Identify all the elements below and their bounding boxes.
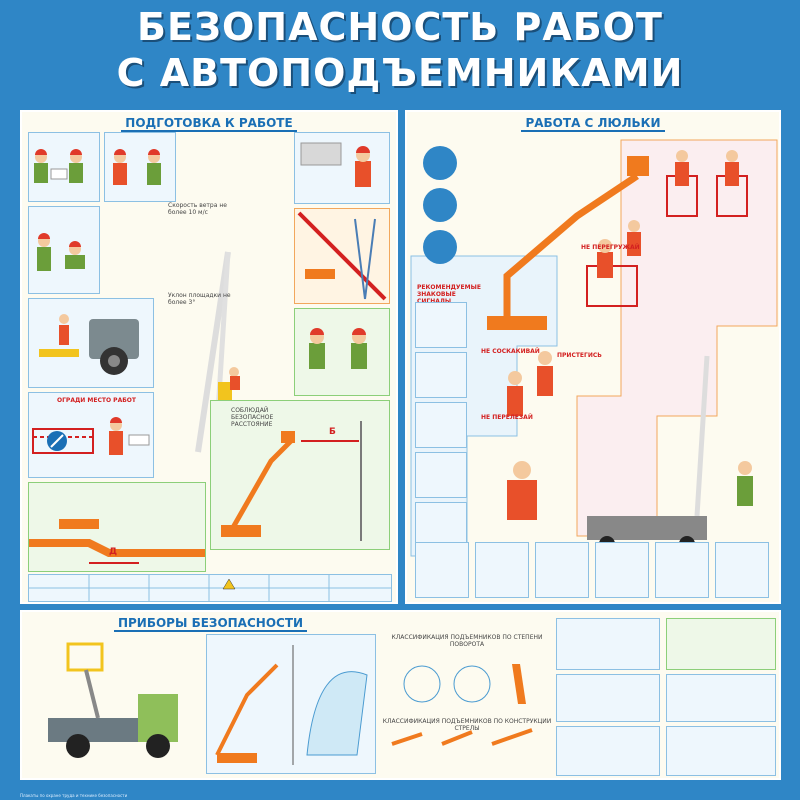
cell-boom-diagram [206, 634, 376, 774]
worker-illustration [300, 142, 371, 187]
cell-prep-3 [28, 206, 100, 294]
gesture-cell-4 [415, 452, 467, 498]
slope-caption: Уклон площадки не более 3° [168, 292, 231, 306]
cell-prep-4 [28, 298, 154, 388]
classification-caption-2: КЛАССИФИКАЦИЯ ПОДЪЕМНИКОВ ПО КОНСТРУКЦИИ… [382, 718, 552, 732]
gesture-row-5 [655, 542, 709, 598]
orange-boom-illustration [487, 156, 649, 330]
signals-caption: РЕКОМЕНДУЕМЫЕ ЗНАКОВЫЕ СИГНАЛЫ [417, 284, 481, 305]
cell-device-4 [666, 674, 776, 722]
distance-label-d: Д [109, 547, 118, 557]
gesture-cell-3 [415, 402, 467, 448]
panel-safety-devices: ПРИБОРЫ БЕЗОПАСНОСТИ КЛАССИФИКАЦИЯ ПОДЪЕ… [20, 610, 781, 780]
workers-illustration [309, 328, 367, 369]
cell-device-3 [556, 674, 660, 722]
gesture-row-4 [595, 542, 649, 598]
table-grid [29, 575, 391, 601]
cell-prep-2 [104, 132, 176, 202]
caption-not-load: НЕ ПЕРЕГРУЖАЙ [581, 244, 640, 251]
fence-illustration [32, 417, 150, 455]
caption-not-jump: НЕ СОСКАКИВАЙ [481, 348, 540, 355]
road-profile-illustration [29, 519, 205, 564]
title-line-1: БЕЗОПАСНОСТЬ РАБОТ [137, 5, 663, 49]
truck-wheel-illustration [39, 314, 139, 375]
gesture-cell-2 [415, 352, 467, 398]
wind-caption: Скорость ветра не более 10 м/с [168, 202, 227, 216]
cell-road-profile: Д [28, 482, 206, 572]
gesture-row-2 [475, 542, 529, 598]
classification-diagrams [391, 664, 533, 746]
safe-distance-illustration [221, 421, 362, 541]
footer-text: Плакаты по охране труда и технике безопа… [20, 793, 128, 798]
cell-prep-1 [28, 132, 100, 202]
poster-title: БЕЗОПАСНОСТЬ РАБОТ С АВТОПОДЪЕМНИКАМИ [0, 4, 800, 96]
cell-prep-powerline [294, 208, 390, 304]
workers-illustration [34, 149, 83, 183]
cell-device-6 [666, 726, 776, 776]
gesture-cell-1 [415, 302, 467, 348]
cell-device-1 [556, 618, 660, 670]
truck-lift-illustration [48, 642, 178, 758]
panel-safety-header: ПРИБОРЫ БЕЗОПАСНОСТИ [22, 616, 399, 632]
classification-caption-1: КЛАССИФИКАЦИЯ ПОДЪЕМНИКОВ ПО СТЕПЕНИ ПОВ… [391, 634, 543, 648]
panel-cradle-header: РАБОТА С ЛЮЛЬКИ [407, 116, 779, 132]
safe-distance-caption: СОБЛЮДАЙ БЕЗОПАСНОЕ РАССТОЯНИЕ [231, 407, 274, 428]
powerline-illustration [297, 211, 387, 301]
title-line-2: С АВТОПОДЪЕМНИКАМИ [116, 51, 684, 95]
gesture-row-3 [535, 542, 589, 598]
cell-device-5 [556, 726, 660, 776]
head-icon-1 [423, 146, 457, 180]
distance-table [28, 574, 392, 602]
panel-cradle-work: РАБОТА С ЛЮЛЬКИ РЕКОМЕНДУЕМЫЕ ЗНАКОВЫЕ С… [405, 110, 781, 604]
cell-prep-signs [294, 132, 390, 204]
panel-preparation: ПОДГОТОВКА К РАБОТЕ [20, 110, 398, 604]
workers-illustration [113, 149, 161, 185]
caption-not-climb: НЕ ПЕРЕЛЕЗАЙ [481, 414, 533, 421]
boom-reach-diagram [215, 645, 368, 765]
classification-area: КЛАССИФИКАЦИЯ ПОДЪЕМНИКОВ ПО СТЕПЕНИ ПОВ… [382, 634, 552, 774]
panel-preparation-header: ПОДГОТОВКА К РАБОТЕ [22, 116, 396, 132]
gesture-row-6 [715, 542, 769, 598]
head-icon-2 [423, 188, 457, 222]
head-icon-3 [423, 230, 457, 264]
caption-belt: ПРИСТЕГИСЬ [557, 352, 602, 359]
cell-device-2 [666, 618, 776, 670]
distance-label-b: Б [329, 427, 336, 437]
cell-safe-distance: СОБЛЮДАЙ БЕЗОПАСНОЕ РАССТОЯНИЕ Б [210, 400, 390, 550]
workers-illustration [37, 233, 85, 271]
cell-prep-workers-pair [294, 308, 390, 396]
fence-caption: ОГРАДИ МЕСТО РАБОТ [57, 397, 136, 404]
cell-prep-fence: ОГРАДИ МЕСТО РАБОТ [28, 392, 154, 478]
gesture-row-1 [415, 542, 469, 598]
